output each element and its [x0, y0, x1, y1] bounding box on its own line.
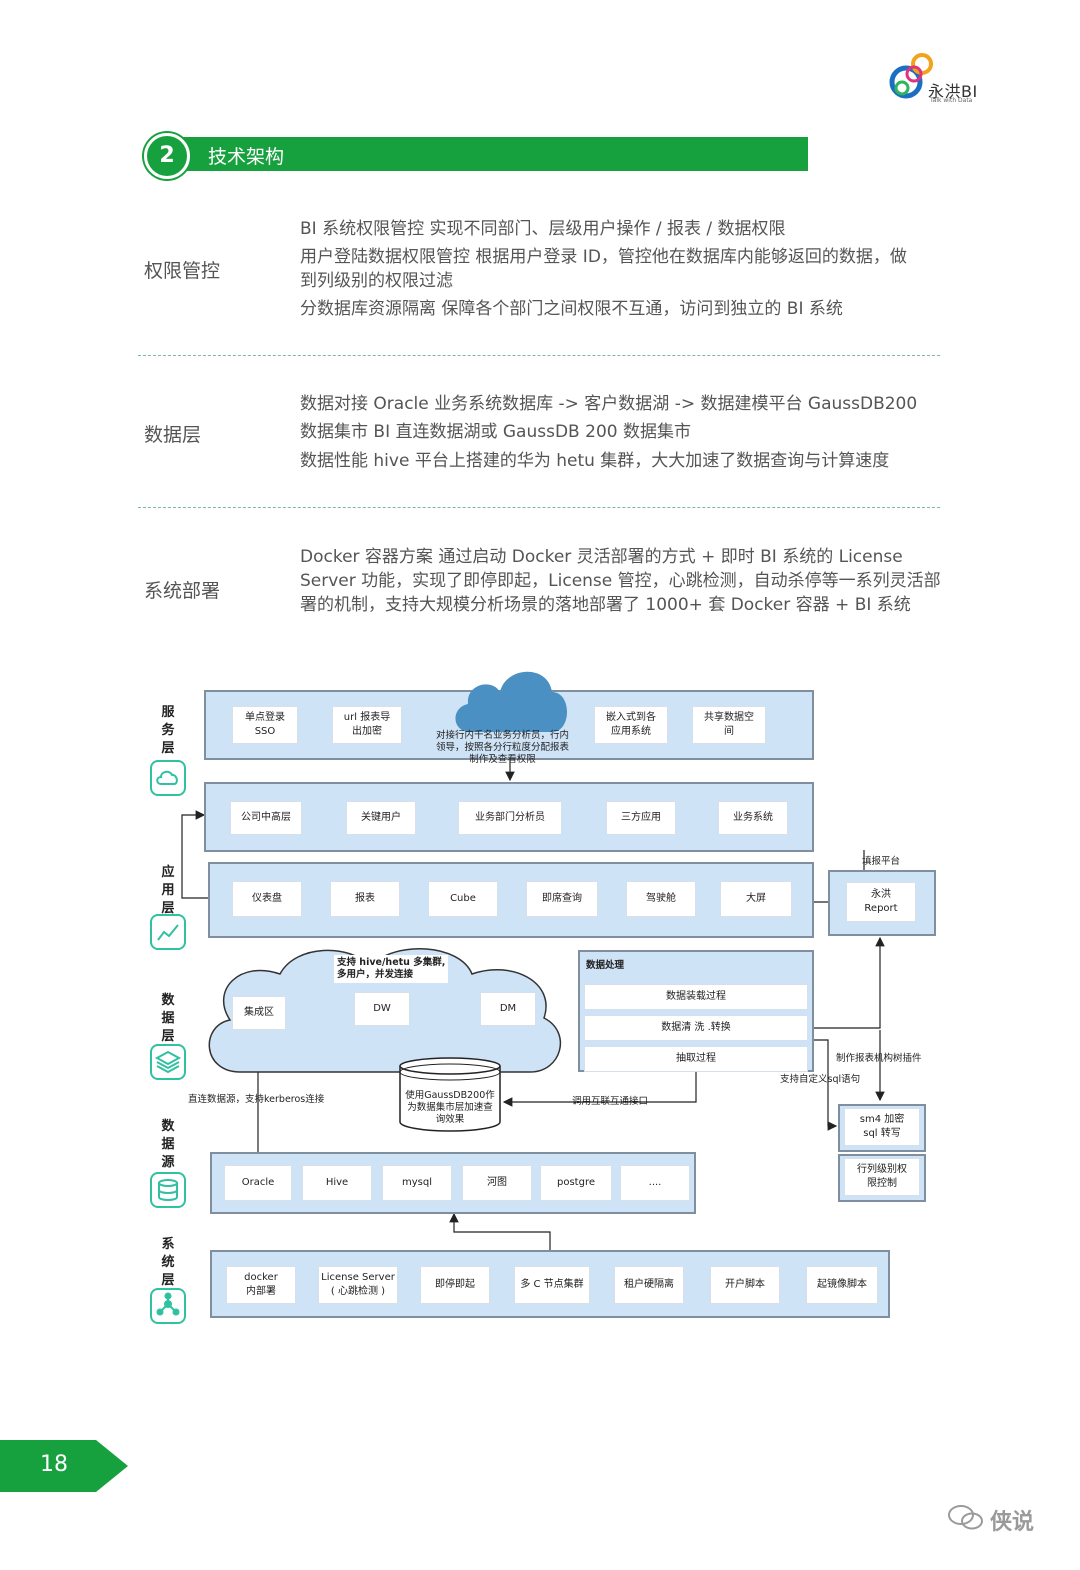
source-box: Oracle — [224, 1165, 292, 1201]
row-line: BI 系统权限管控 实现不同部门、层级用户操作 / 报表 / 数据权限 — [300, 219, 786, 239]
wechat-watermark: 侠说 — [946, 1502, 1046, 1538]
service-box-embedded: 嵌入式到各 应用系统 — [594, 706, 668, 744]
row-line: 用户登陆数据权限管控 根据用户登录 ID，管控他在数据库内能够返回的数据，做 — [300, 247, 907, 267]
processing-step: 数据清 洗 .转换 — [584, 1015, 808, 1041]
source-box: postgre — [540, 1165, 612, 1201]
service-box-url-export: url 报表导 出加密 — [332, 706, 402, 744]
row-label-data-layer: 数据层 — [144, 424, 202, 446]
app-box: 驾驶舱 — [626, 881, 696, 917]
app-box: Cube — [428, 881, 498, 917]
system-box: 多 C 节点集群 — [514, 1266, 590, 1304]
side-label-data: 数 据 层 — [161, 993, 175, 1044]
cloud-icon — [455, 671, 567, 732]
source-box: Hive — [302, 1165, 372, 1201]
layers-icon — [150, 1044, 186, 1080]
row-line: Docker 容器方案 通过启动 Docker 灵活部署的方式 + 即时 BI … — [300, 547, 903, 567]
fill-platform-title: 填报平台 — [862, 856, 901, 867]
side-label-system: 系 统 层 — [161, 1237, 175, 1288]
cloud-note: 对接行内千名业务分析员，行内 领导，按照各分行粒度分配报表 制作及查看权限 — [436, 730, 570, 765]
note-direct-connect: 直连数据源，支持kerberos连接 — [188, 1094, 325, 1105]
service-box-sso: 单点登录 SSO — [232, 706, 298, 744]
section-header-bar — [180, 137, 808, 171]
side-label-source: 数 据 源 — [161, 1119, 175, 1170]
user-box: 关键用户 — [346, 801, 416, 835]
user-box: 业务系统 — [718, 801, 788, 835]
section-number: 2 — [144, 133, 190, 179]
data-node-integration: 集成区 — [232, 996, 286, 1030]
system-box: 租户硬隔离 — [614, 1266, 684, 1304]
gaussdb-note: 使用GaussDB200作 为数据集市层加速查 询效果 — [405, 1090, 495, 1125]
system-box: 即停即起 — [420, 1266, 490, 1304]
cluster-note: 支持 hive/hetu 多集群, 多用户，并发连接 — [334, 955, 449, 983]
page-number-tab — [0, 1440, 128, 1492]
row-label-deployment: 系统部署 — [144, 580, 221, 602]
page-number: 18 — [40, 1452, 68, 1477]
source-box: mysql — [382, 1165, 452, 1201]
system-box: 起镜像脚本 — [806, 1266, 878, 1304]
database-icon — [150, 1172, 186, 1208]
user-box: 业务部门分析员 — [458, 801, 562, 835]
divider — [138, 507, 940, 508]
side-label-app: 应 用 层 — [161, 865, 175, 916]
app-box: 即席查询 — [526, 881, 598, 917]
wechat-icon — [948, 1505, 983, 1530]
row-line: 到列级别的权限过滤 — [300, 271, 453, 291]
source-box: 河图 — [462, 1165, 532, 1201]
service-box-shared-space: 共享数据空 间 — [692, 706, 766, 744]
note-custom-sql: 支持自定义sql语句 — [780, 1074, 861, 1085]
data-node-dm: DM — [480, 992, 536, 1026]
logo-rings-icon — [889, 53, 933, 99]
brand-tagline: Talk with Data — [930, 97, 973, 104]
cloud-layer-icon — [150, 760, 186, 796]
source-box: .... — [620, 1165, 690, 1201]
row-line: 数据集市 BI 直连数据湖或 GaussDB 200 数据集市 — [300, 422, 691, 442]
gaussdb-cylinder-icon — [399, 1057, 501, 1132]
system-box: License Server ( 心跳检测 ) — [318, 1266, 398, 1304]
row-line: 署的机制，支持大规模分析场景的落地部署了 1000+ 套 Docker 容器 +… — [300, 595, 911, 615]
row-line: Server 功能，实现了即停即起，License 管控，心跳检测，自动杀停等一… — [300, 571, 941, 591]
data-processing-title: 数据处理 — [586, 960, 625, 971]
row-line: 分数据库资源隔离 保障各个部门之间权限不互通，访问到独立的 BI 系统 — [300, 299, 843, 319]
security-box-row-col: 行列级别权 限控制 — [844, 1158, 920, 1196]
divider — [138, 355, 940, 356]
app-box: 报表 — [330, 881, 400, 917]
section-title: 技术架构 — [208, 146, 285, 168]
row-line: 数据性能 hive 平台上搭建的华为 hetu 集群，大大加速了数据查询与计算速… — [300, 451, 890, 471]
user-box: 公司中高层 — [230, 801, 302, 835]
fill-platform-report: 永洪 Report — [846, 882, 916, 922]
app-box: 大屏 — [720, 881, 792, 917]
side-label-service: 服 务 层 — [161, 705, 175, 756]
row-line: 数据对接 Oracle 业务系统数据库 -> 客户数据湖 -> 数据建模平台 G… — [300, 394, 918, 414]
user-box: 三方应用 — [606, 801, 676, 835]
system-box: 开户脚本 — [710, 1266, 780, 1304]
watermark-text: 侠说 — [990, 1510, 1035, 1535]
brand-name: 永洪BI — [928, 82, 978, 101]
data-node-dw: DW — [354, 992, 410, 1026]
chart-trend-icon — [150, 914, 186, 950]
system-box: docker 内部署 — [226, 1266, 296, 1304]
note-interface: 调用互联互通接口 — [572, 1096, 649, 1107]
row-label-permission: 权限管控 — [144, 260, 221, 282]
processing-step: 抽取过程 — [584, 1046, 808, 1072]
app-box: 仪表盘 — [232, 881, 302, 917]
note-plugin: 制作报表机构树插件 — [836, 1053, 922, 1064]
network-nodes-icon — [150, 1288, 186, 1324]
brand-logo: 永洪BI Talk with Data — [884, 48, 994, 108]
app-layer — [208, 862, 814, 938]
security-box-sm4: sm4 加密 sql 转写 — [844, 1108, 920, 1146]
processing-step: 数据装载过程 — [584, 984, 808, 1010]
